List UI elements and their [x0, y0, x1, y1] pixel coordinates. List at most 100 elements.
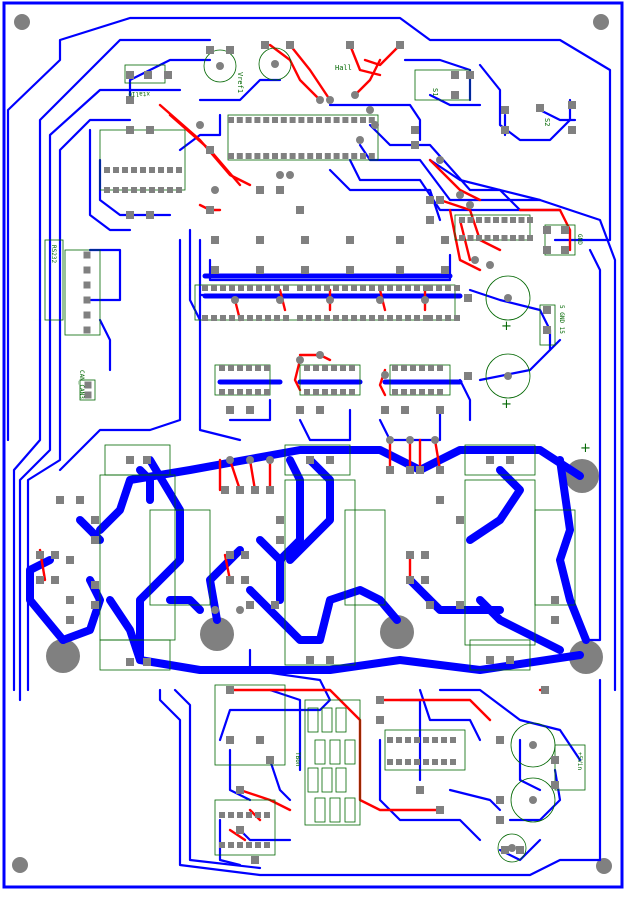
pad: [237, 812, 243, 818]
pad: [246, 601, 254, 609]
pad: [237, 365, 243, 371]
pad: [254, 153, 261, 159]
pad: [331, 389, 337, 395]
pad: [51, 576, 59, 584]
power-pad: [46, 639, 80, 673]
pad: [226, 576, 234, 584]
capacitor-outline: [203, 49, 237, 83]
pad: [228, 842, 234, 848]
component-outline: [304, 699, 361, 826]
pad: [376, 696, 384, 704]
pad: [543, 326, 551, 334]
pad: [246, 389, 252, 395]
component-outline: [284, 444, 351, 476]
pad: [315, 315, 321, 321]
pad: [342, 153, 349, 159]
pad: [144, 71, 152, 79]
component-outline: [284, 479, 356, 666]
pad: [211, 236, 219, 244]
pad: [376, 716, 384, 724]
pad: [411, 141, 419, 149]
pad: [459, 235, 465, 241]
pad: [266, 756, 274, 764]
via: [296, 356, 304, 364]
pad: [289, 153, 296, 159]
pad: [83, 326, 91, 334]
pad: [561, 226, 569, 234]
via: [326, 96, 334, 104]
pad: [256, 186, 264, 194]
pad: [476, 235, 482, 241]
pad: [456, 601, 464, 609]
pad: [396, 266, 404, 274]
pad: [228, 389, 234, 395]
pad: [316, 153, 322, 159]
pad: [551, 781, 559, 789]
via: [456, 191, 464, 199]
via: [276, 296, 284, 304]
pad: [396, 737, 402, 743]
pad: [91, 601, 99, 609]
pad: [298, 153, 305, 159]
pad: [143, 456, 151, 464]
pad: [506, 656, 514, 664]
pad: [543, 226, 551, 234]
pad: [255, 842, 261, 848]
pad: [264, 389, 270, 395]
pad: [360, 285, 366, 291]
pad: [324, 315, 330, 321]
pad: [56, 496, 64, 504]
pad: [360, 153, 366, 159]
pad: [410, 389, 416, 395]
pad: [301, 236, 309, 244]
pad: [315, 285, 321, 291]
pad: [428, 365, 434, 371]
bottom-traces: [6, 16, 617, 877]
pad: [381, 406, 389, 414]
pad: [265, 315, 271, 321]
pad: [423, 315, 429, 321]
pad: [456, 516, 464, 524]
pad: [76, 496, 84, 504]
pad: [140, 187, 146, 193]
via: [486, 261, 494, 269]
pad: [423, 285, 429, 291]
pad: [436, 196, 444, 204]
pad: [51, 551, 59, 559]
pad: [272, 117, 278, 123]
pad: [286, 41, 294, 49]
pad: [467, 235, 474, 241]
pad: [416, 786, 424, 794]
pad: [351, 153, 358, 159]
pad: [411, 126, 419, 134]
pad: [66, 556, 74, 564]
pad: [283, 315, 289, 321]
pad: [274, 285, 280, 291]
pad: [255, 365, 261, 371]
pad: [432, 737, 438, 743]
pad: [272, 153, 278, 159]
pad: [276, 186, 284, 194]
pad: [368, 153, 375, 159]
via: [316, 96, 324, 104]
pad: [436, 466, 444, 474]
pad: [486, 656, 494, 664]
pad: [551, 756, 559, 764]
pad: [298, 117, 305, 123]
pad: [236, 117, 243, 123]
pad: [423, 759, 429, 765]
pad: [158, 187, 164, 193]
capacitor-outline: [485, 353, 531, 399]
mounting-hole: [14, 14, 30, 30]
pad: [322, 389, 328, 395]
pad: [91, 581, 99, 589]
pad: [256, 315, 262, 321]
pad: [164, 71, 172, 79]
pad: [306, 315, 312, 321]
pad: [518, 235, 525, 241]
pad: [493, 217, 499, 223]
via: [436, 156, 444, 164]
pad: [561, 246, 569, 254]
pad: [219, 812, 225, 818]
